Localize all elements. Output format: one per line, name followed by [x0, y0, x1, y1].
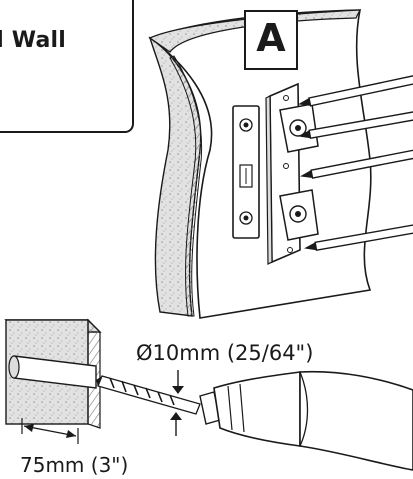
step-badge: A	[244, 10, 298, 70]
wall-section	[148, 9, 372, 319]
power-drill	[199, 370, 413, 471]
spirit-level	[232, 105, 260, 239]
step-letter: A	[256, 16, 286, 60]
drill-depth-label: 75mm (3")	[20, 453, 129, 477]
title-panel: d Wall	[0, 0, 134, 133]
drill-bit	[96, 375, 201, 415]
wall-block	[4, 318, 102, 429]
depth-dimension	[21, 418, 79, 444]
drill-diameter-label: Ø10mm (25/64")	[136, 341, 314, 365]
diameter-indicator	[170, 370, 184, 436]
title-text: d Wall	[0, 28, 67, 53]
wall-screws	[298, 74, 413, 252]
mounting-bracket	[265, 82, 319, 265]
